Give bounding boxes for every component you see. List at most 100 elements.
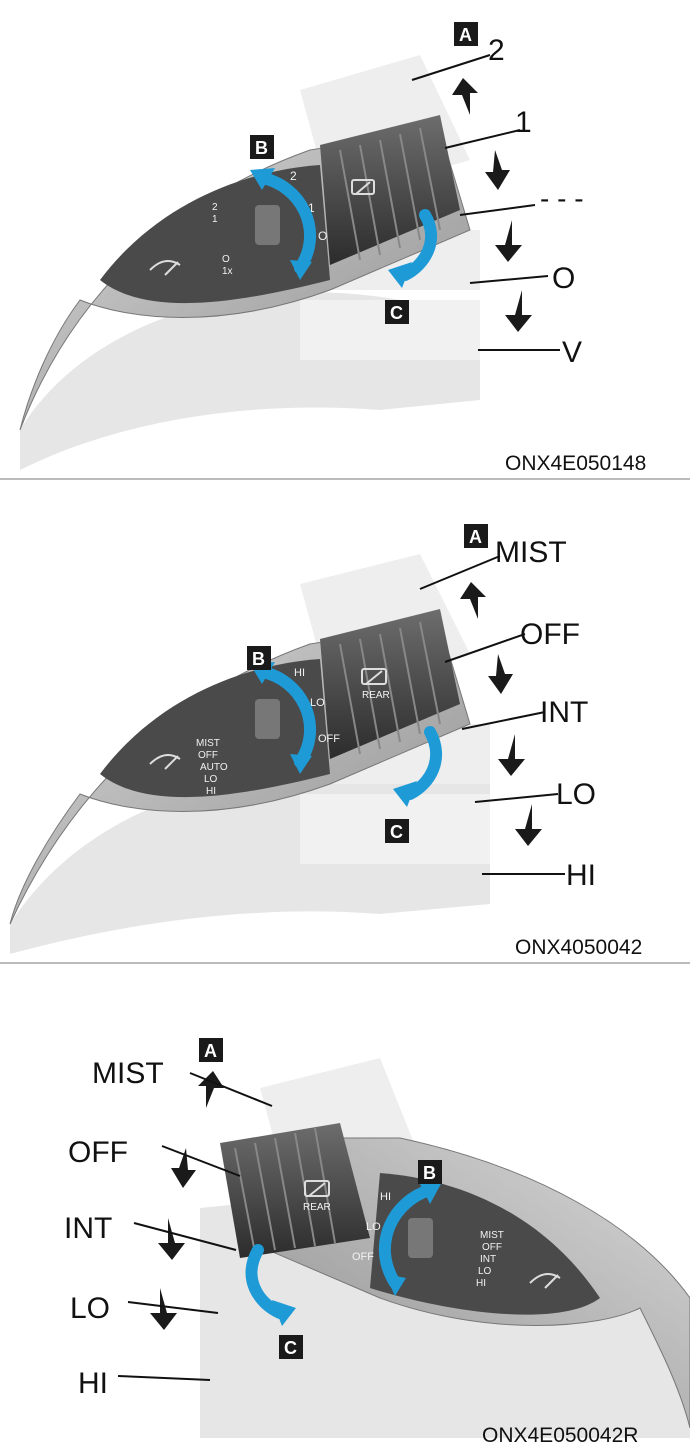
stalk-mark: OFF: [198, 750, 218, 761]
callout-b-box: [418, 1160, 442, 1184]
dial-mark: HI: [380, 1191, 391, 1203]
rotate-arrow-b-head-bottom: [290, 754, 312, 774]
rotary-switch[interactable]: [408, 1218, 433, 1258]
rotate-arrow-b-head-bottom: [385, 1274, 406, 1296]
knurling: [339, 127, 441, 261]
stalk-mark: INT: [480, 1254, 496, 1265]
stalk-face: [100, 659, 330, 798]
washer-icon: [351, 179, 375, 195]
dial-mark: LO: [366, 1221, 381, 1233]
rotate-arrow-b-head-bottom: [290, 260, 312, 280]
wiper-stalk-diagram-2: REAR MIST OFF AUTO LO HI HI LO OFF MIST …: [9, 524, 642, 959]
stalk-mark: AUTO: [200, 762, 228, 773]
stalk-mark: LO: [478, 1266, 492, 1277]
callout-c-box: [279, 1335, 303, 1359]
callout-b-box: [250, 135, 274, 159]
callout-a: A: [459, 25, 472, 45]
rotate-arrow-b: [256, 666, 316, 768]
leader-lines: [411, 54, 560, 351]
stalk-mark: OFF: [482, 1242, 502, 1253]
dial-mark: O: [318, 229, 327, 243]
dial-mark: LO: [310, 697, 325, 709]
callout-b-box: [247, 646, 271, 670]
dial-mark: 1: [308, 201, 315, 215]
rotate-arrow-b-head-top: [418, 1180, 442, 1204]
callout-c: C: [390, 822, 403, 842]
pull-arrow-c-head: [272, 1300, 296, 1326]
stalk-mark: 2: [212, 202, 218, 213]
position-label: 1: [515, 106, 532, 139]
ring-label: REAR: [362, 690, 390, 701]
dial-mark: OFF: [318, 733, 340, 745]
callout-a-box: [454, 22, 478, 46]
callout-c: C: [284, 1338, 297, 1358]
position-label: LO: [556, 778, 596, 811]
rotate-arrow-b: [379, 1184, 436, 1289]
dial-mark: 2: [290, 169, 297, 183]
position-label: MIST: [495, 536, 567, 569]
pull-arrow-c: [399, 209, 437, 281]
stalk-mark: O: [222, 254, 230, 265]
rotary-switch[interactable]: [255, 205, 280, 245]
wiper-icon: [149, 260, 181, 276]
stalk-face: [100, 165, 330, 304]
callout-a-box: [464, 524, 488, 548]
pull-arrow-c: [245, 1244, 286, 1319]
rotate-arrow-b-head-top: [250, 168, 275, 190]
stalk-mark: MIST: [480, 1230, 504, 1241]
figure-code: ONX4E050042R: [482, 1424, 638, 1447]
position-label: V: [562, 336, 582, 369]
knurling: [339, 621, 441, 755]
figure-code: ONX4050042: [515, 936, 642, 959]
callout-c-box: [385, 819, 409, 843]
position-label: O: [552, 262, 575, 295]
rotary-switch[interactable]: [255, 699, 280, 739]
position-label: OFF: [520, 618, 580, 651]
stalk-face: [370, 1173, 600, 1315]
position-label: 2: [488, 34, 505, 67]
stalk-mark: LO: [204, 774, 218, 785]
leader-lines: [419, 555, 565, 875]
position-label: HI: [566, 859, 596, 892]
callout-b: B: [423, 1163, 436, 1183]
knurling: [234, 1127, 336, 1254]
wiper-stalk-diagram-1: 2 1 O 1x 2 1 O 2 1 -: [19, 22, 646, 475]
callout-a: A: [469, 527, 482, 547]
pull-arrow-c-head: [388, 262, 412, 288]
pull-arrow-c-head: [393, 781, 417, 807]
position-label: - - -: [540, 183, 584, 214]
leader-lines: [117, 1072, 273, 1381]
position-label: HI: [78, 1367, 108, 1400]
wiper-icon: [149, 754, 181, 770]
position-arrows: [460, 582, 542, 846]
pull-arrow-c: [404, 726, 443, 800]
diagram-panel-3: REAR MIST OFF INT LO HI HI LO OFF: [0, 968, 690, 1449]
dial-mark: HI: [294, 667, 305, 679]
stalk-mark: MIST: [196, 738, 220, 749]
position-label: MIST: [92, 1057, 164, 1090]
wiper-icon: [529, 1273, 561, 1289]
callout-c-box: [385, 300, 409, 324]
callout-c: C: [390, 303, 403, 323]
rear-wiper-icon: [304, 1180, 330, 1197]
diagram-panel-2: REAR MIST OFF AUTO LO HI HI LO OFF MIST …: [0, 484, 690, 964]
rotate-arrow-b: [256, 172, 316, 274]
dial-mark: OFF: [352, 1251, 374, 1263]
stalk-mark: 1: [212, 214, 218, 225]
callout-a-box: [199, 1038, 223, 1062]
stalk-mark: 1x: [222, 266, 233, 277]
position-arrows: [452, 78, 532, 332]
position-label: LO: [70, 1292, 110, 1325]
stalk-mark: HI: [476, 1278, 486, 1289]
diagram-panel-1: 2 1 O 1x 2 1 O 2 1 -: [0, 0, 690, 480]
position-arrows: [150, 1071, 224, 1330]
callout-b: B: [255, 138, 268, 158]
stalk-mark: HI: [206, 786, 216, 797]
ring-label: REAR: [303, 1202, 331, 1213]
rear-wiper-icon: [361, 668, 387, 685]
position-label: INT: [64, 1212, 112, 1245]
position-label: INT: [540, 696, 588, 729]
figure-code: ONX4E050148: [505, 452, 646, 475]
callout-b: B: [252, 649, 265, 669]
wiper-stalk-diagram-3: REAR MIST OFF INT LO HI HI LO OFF: [64, 1038, 690, 1447]
